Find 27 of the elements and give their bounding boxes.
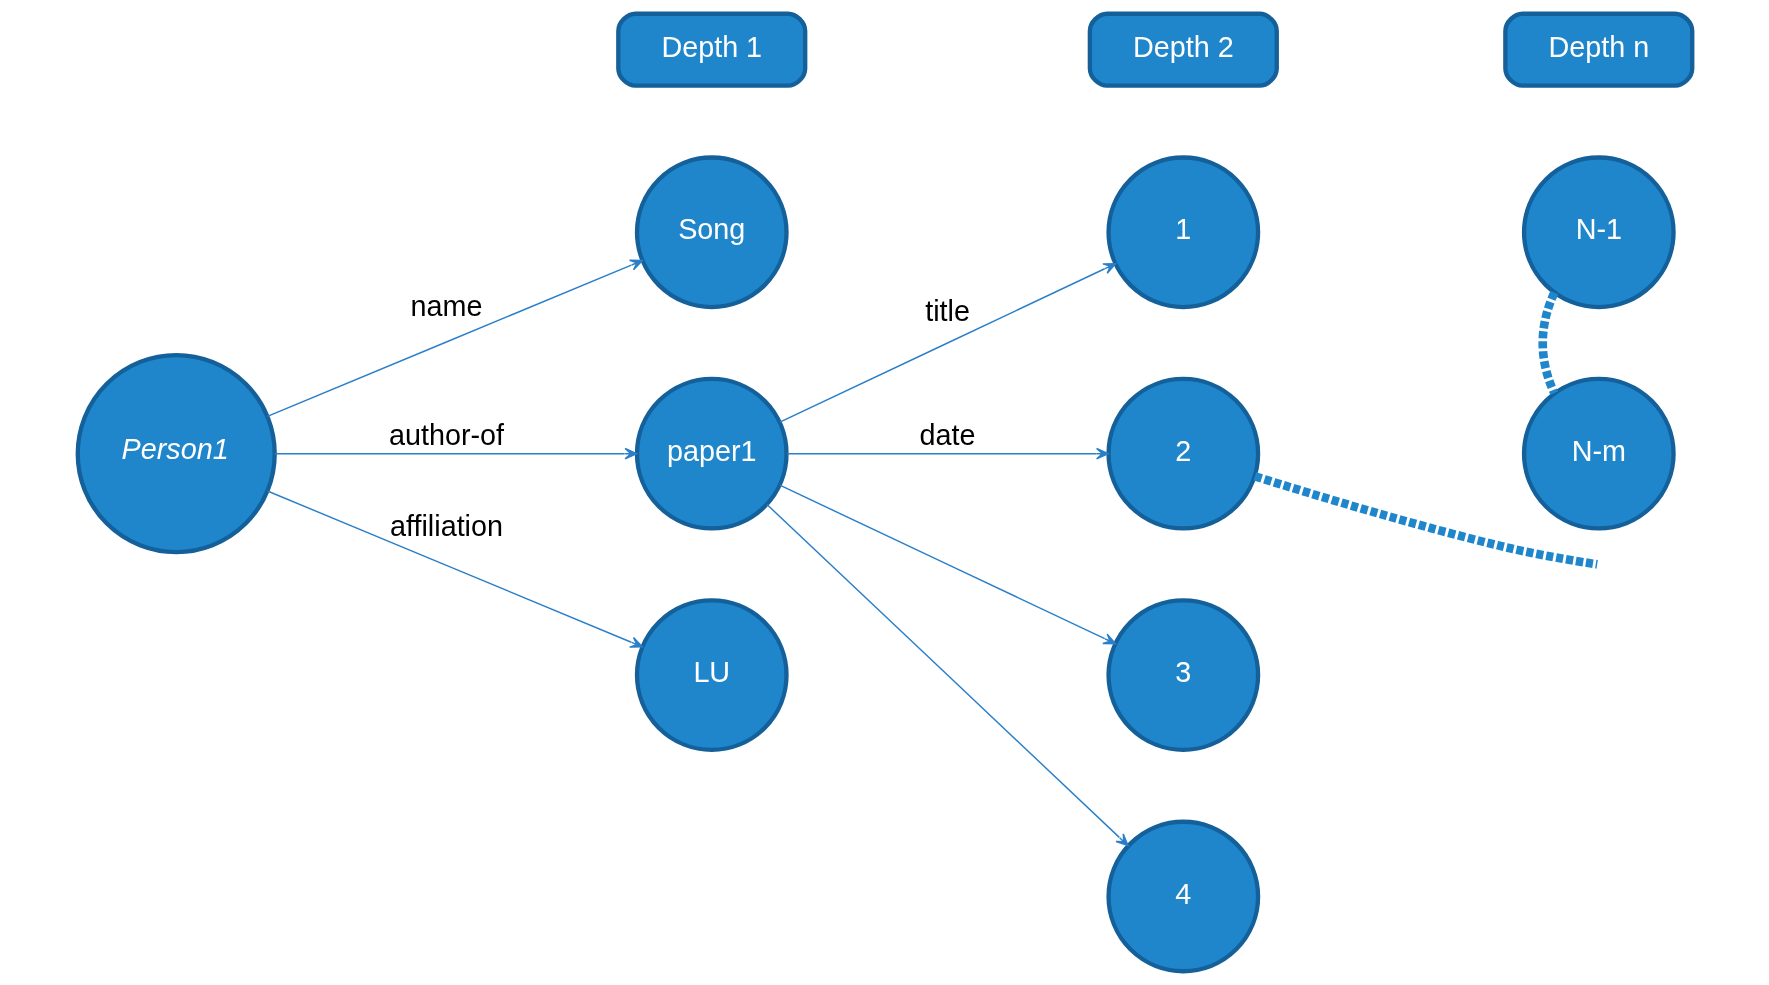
node-circle: paper1 (634, 376, 789, 531)
arrow (778, 484, 1116, 645)
edge-label: affiliation (389, 509, 503, 542)
node-circle: N-m (1521, 376, 1676, 531)
arrow (266, 490, 643, 648)
node-circle: 2 (1105, 376, 1260, 531)
node-circle: N-1 (1521, 155, 1676, 310)
arrow (266, 259, 643, 418)
arrow (785, 447, 1109, 460)
edge-label: title (924, 295, 970, 328)
node-box: Depth 2 (1087, 11, 1279, 88)
arrow (765, 503, 1129, 847)
arrow (778, 262, 1116, 423)
connector (1253, 472, 1598, 569)
node-box: Depth 1 (615, 11, 807, 88)
node-circle: Person1 (75, 353, 277, 555)
node-box: Depth n (1502, 11, 1694, 88)
edge-label: author-of (388, 419, 504, 452)
node-circle: LU (634, 598, 789, 752)
arrow (273, 447, 637, 460)
node-circle: Song (634, 155, 789, 310)
edge-label: date (919, 419, 976, 452)
connector (1537, 290, 1558, 395)
node-circle: 1 (1105, 155, 1260, 310)
node-circle: 4 (1105, 819, 1260, 974)
edge-label: name (410, 289, 482, 322)
node-circle: 3 (1105, 598, 1260, 752)
